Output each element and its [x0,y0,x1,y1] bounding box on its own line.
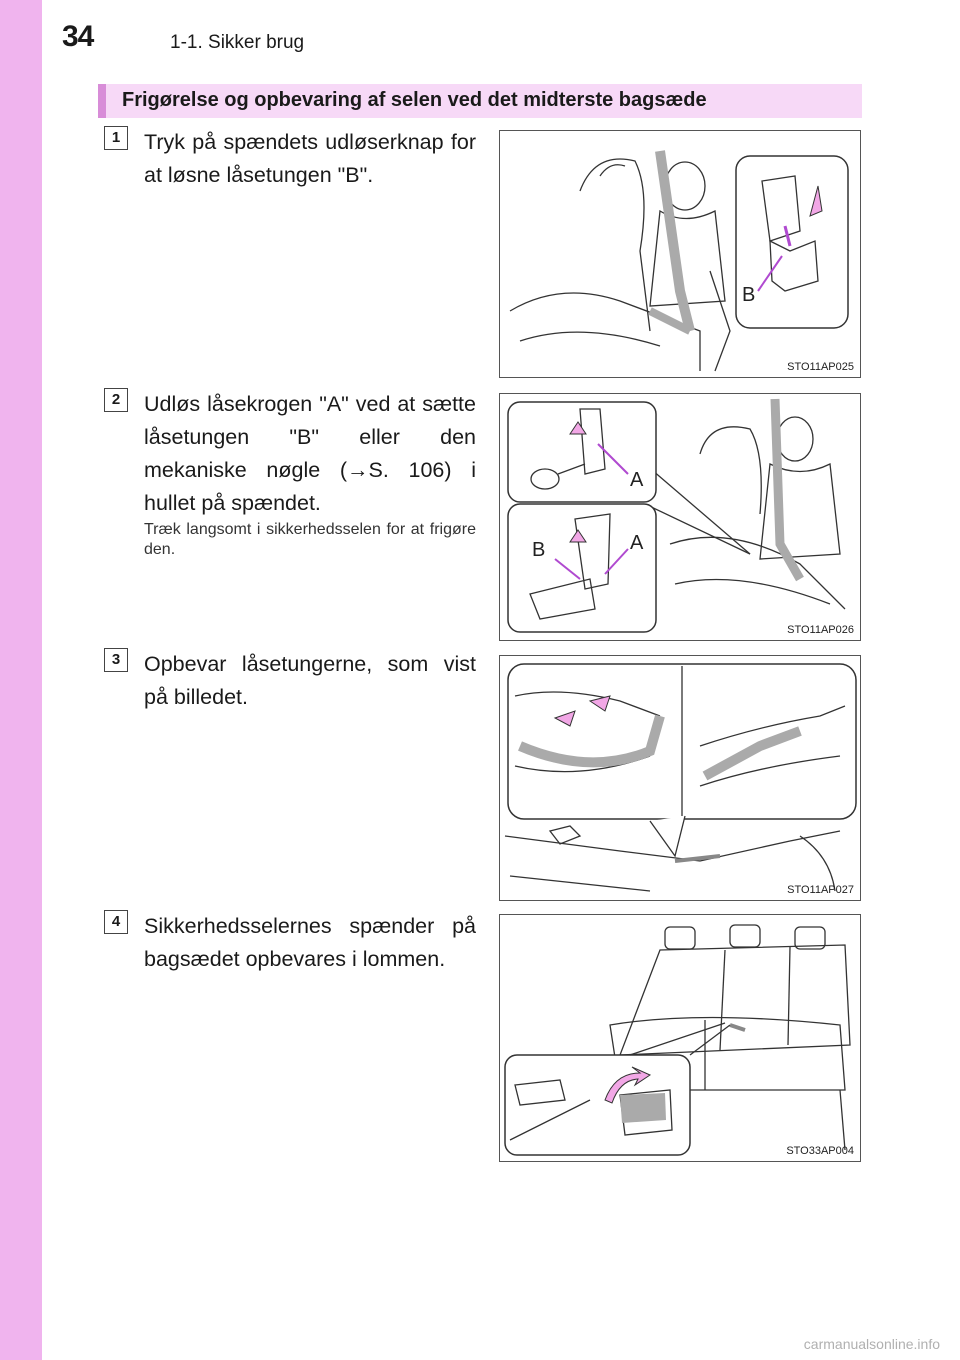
image-code: STO11AP025 [787,361,854,373]
step-number-2: 2 [104,388,128,412]
label-b: B [532,539,545,561]
step-number-4: 4 [104,910,128,934]
step-2-note: Træk langsomt i sikkerhedsselen for at f… [144,521,476,558]
step-4-text: Sikkerhedsselernes spænder på bagsædet o… [144,914,476,971]
buckle-pocket-illustration [504,924,851,1156]
lock-hook-release-illustration: A B A [507,398,846,633]
illustration-step-1: B STO11AP025 [499,130,861,378]
side-tab-strip [0,0,42,1360]
watermark: carmanualsonline.info [803,1336,940,1352]
step-1-text: Tryk på spændets udløserknap for at løsn… [144,130,476,187]
illustration-step-4: STO33AP004 [499,914,861,1162]
latch-plate-storage-illustration [504,663,857,892]
step-3-text: Opbevar låsetungerne, som vist på billed… [144,652,476,709]
step-number-1: 1 [104,126,128,150]
section-header: Frigørelse og opbevaring af selen ved de… [98,84,862,118]
image-code: STO33AP004 [786,1145,854,1157]
label-a-top: A [630,469,644,491]
breadcrumb: 1-1. Sikker brug [170,32,305,53]
seatbelt-release-illustration: B [509,150,849,372]
illustration-step-2: A B A STO11AP026 [499,393,861,641]
illustration-step-3: STO11AP027 [499,655,861,901]
image-code: STO11AP027 [787,884,854,896]
section-title: Frigørelse og opbevaring af selen ved de… [122,89,707,111]
step-2-text: Udløs låsekrogen "A" ved at sætte låsetu… [144,392,476,515]
step-number-3: 3 [104,648,128,672]
label-a-bottom: A [630,532,644,554]
page-number: 34 [62,20,94,53]
image-code: STO11AP026 [787,624,854,636]
label-b: B [742,284,755,306]
